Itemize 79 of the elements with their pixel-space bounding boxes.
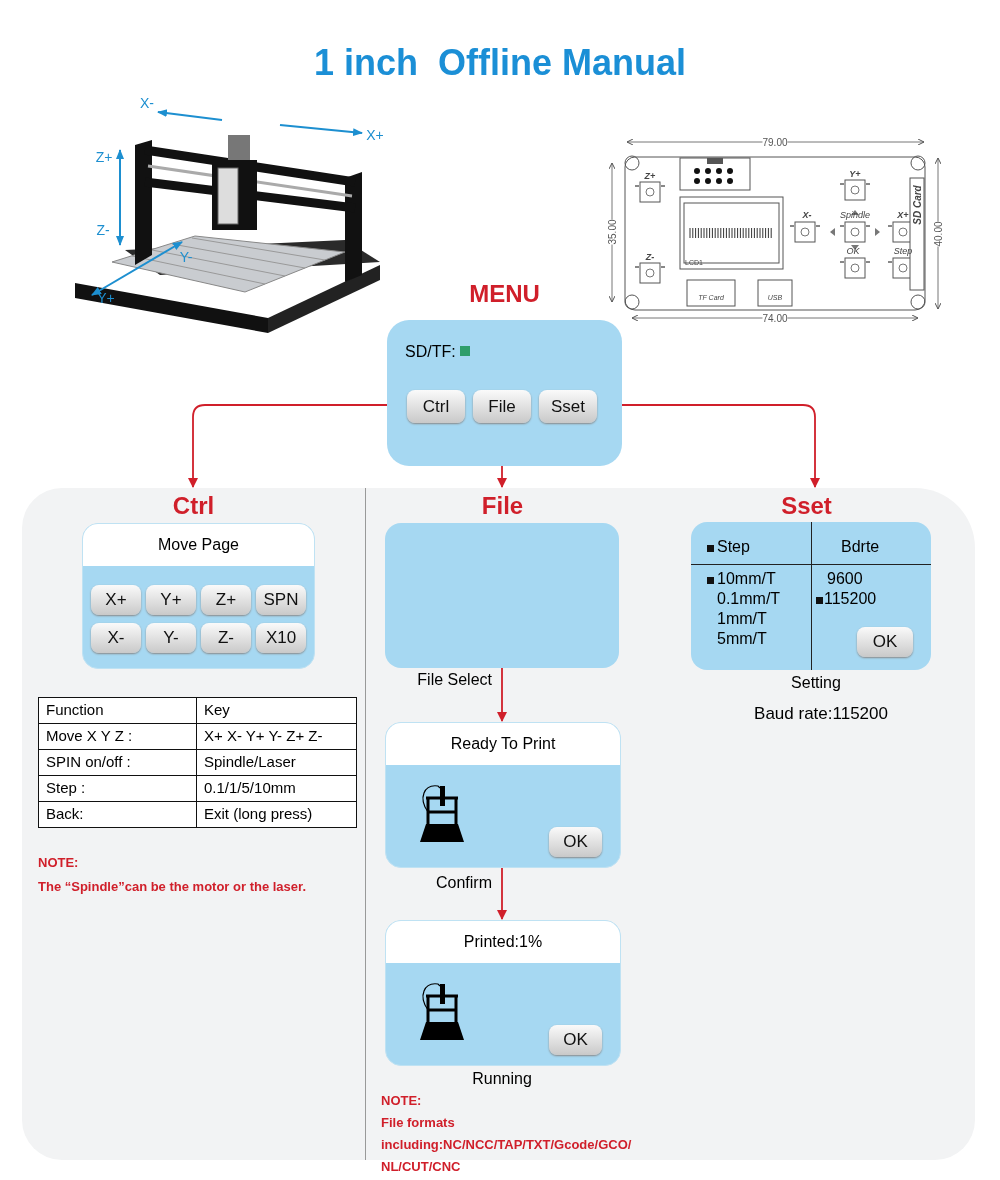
dimension-label: 79.00 — [762, 136, 788, 148]
axis-label: X- — [140, 95, 154, 111]
lcd-screen — [385, 722, 621, 868]
dimension-label: 35.00 — [606, 219, 618, 245]
screen-button: Ctrl — [407, 390, 465, 423]
dimension-label: 40.00 — [932, 221, 944, 247]
table-cell: Move X Y Z : — [38, 723, 197, 750]
key-label: Y+ — [849, 169, 861, 179]
menu-option: 9600 — [827, 570, 863, 588]
table-cell: Function — [38, 697, 197, 724]
menu-option: 115200 — [824, 590, 877, 608]
table-cell: Exit (long press) — [196, 801, 357, 828]
menu-option: 0.1mm/T — [717, 590, 781, 608]
key-label: OK — [846, 246, 860, 256]
arrow — [497, 667, 507, 722]
lcd-screen — [82, 523, 315, 669]
menu-heading: MENU — [469, 280, 540, 308]
screen-button: OK — [549, 1025, 602, 1055]
note-text: File formats including:NC/NCC/TAP/TXT/Gcode/GCO/NL/CUT/CNC — [381, 1114, 633, 1176]
arrow — [188, 404, 388, 488]
screen-button: OK — [549, 827, 602, 857]
axis-label: Z+ — [95, 149, 113, 165]
screen-button: Sset — [539, 390, 597, 423]
menu-option: Step — [717, 538, 750, 556]
screen-button: OK — [857, 627, 913, 657]
table-cell: Step : — [38, 775, 197, 802]
screen-caption: Confirm — [435, 874, 492, 892]
section-heading: File — [481, 492, 524, 520]
key-label: X- — [802, 210, 812, 220]
page-title: 1 inch Offline Manual — [313, 42, 686, 83]
note-text: NOTE: — [38, 854, 80, 872]
key-label: Z+ — [644, 171, 656, 181]
section-heading: Sset — [781, 492, 832, 520]
screen-button: Y- — [146, 623, 196, 653]
table-cell: Back: — [38, 801, 197, 828]
dimension-label: 74.00 — [762, 312, 788, 324]
screen-button: X10 — [256, 623, 306, 653]
table-cell: Key — [196, 697, 357, 724]
table-cell: X+ X- Y+ Y- Z+ Z- — [196, 723, 357, 750]
table-cell: 0.1/1/5/10mm — [196, 775, 357, 802]
screen-button: Y+ — [146, 585, 196, 615]
slot-label: SD Card — [911, 185, 923, 225]
menu-option: 5mm/T — [717, 630, 767, 648]
screen-button: Z+ — [201, 585, 251, 615]
screen-caption: Setting — [790, 674, 842, 692]
lcd-screen — [385, 920, 621, 1066]
screen-button: X- — [91, 623, 141, 653]
screen-button: X+ — [91, 585, 141, 615]
axis-label: Y- — [179, 249, 193, 265]
note-text: The “Spindle”can be the motor or the laser. — [38, 878, 307, 896]
key-label: X+ — [897, 210, 909, 220]
screen-button: SPN — [256, 585, 306, 615]
section-panel — [365, 488, 640, 1160]
lcd-screen — [691, 522, 931, 670]
screen-title-bar: Move Page — [83, 524, 314, 566]
table-cell: Spindle/Laser — [196, 749, 357, 776]
menu-option: Bdrte — [841, 538, 880, 556]
arrow — [621, 404, 820, 488]
note-text: NOTE: — [381, 1092, 423, 1110]
section-panel — [638, 488, 975, 1160]
screen-title-bar: Printed:1% — [386, 921, 620, 963]
menu-option: 10mm/T — [717, 570, 776, 588]
key-label: Step — [893, 246, 913, 256]
axis-label: X+ — [366, 127, 384, 143]
axis-label: Z- — [96, 222, 110, 238]
table-cell: SPIN on/off : — [38, 749, 197, 776]
screen-caption: Running — [471, 1070, 533, 1088]
screen-caption: File Select — [416, 671, 492, 689]
screen-button: Z- — [201, 623, 251, 653]
key-label: Z- — [645, 252, 655, 262]
axis-label: Y+ — [97, 290, 115, 306]
setting-value: Baud rate:115200 — [754, 704, 888, 724]
status-label: SD/TF: — [405, 343, 456, 361]
screen-button: File — [473, 390, 531, 423]
section-heading: Ctrl — [172, 492, 215, 520]
arrow — [497, 465, 507, 488]
lcd-screen — [385, 523, 619, 668]
menu-option: 1mm/T — [717, 610, 767, 628]
screen-title-bar: Ready To Print — [386, 723, 620, 765]
